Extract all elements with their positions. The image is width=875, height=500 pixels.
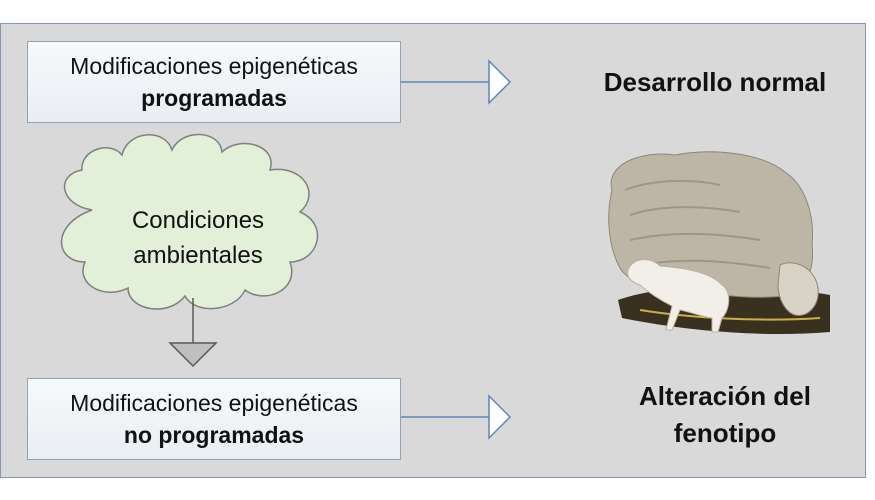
- phenotype-alteration-label: Alteración del fenotipo: [570, 378, 875, 452]
- cloud-line2: ambientales: [133, 242, 263, 269]
- arrow-down-icon: [168, 298, 218, 368]
- phenotype-alteration-line1: Alteración del: [639, 381, 811, 411]
- arrow-top-icon: [401, 59, 512, 105]
- programmed-box-line1: Modificaciones epigenéticas: [70, 53, 358, 79]
- environmental-conditions-label: Condiciones ambientales: [88, 203, 308, 273]
- phenotype-alteration-line2: fenotipo: [673, 418, 777, 448]
- normal-development-label: Desarrollo normal: [603, 67, 827, 97]
- programmed-modifications-box: Modificaciones epigenéticas programadas: [27, 41, 401, 123]
- programmed-box-line2: programadas: [141, 85, 287, 111]
- unprogrammed-box-line2: no programadas: [123, 422, 305, 448]
- sheep-lamb-image: [608, 151, 830, 335]
- arrow-bottom-icon: [401, 394, 512, 440]
- unprogrammed-box-line1: Modificaciones epigenéticas: [70, 390, 358, 416]
- cloud-line1: Condiciones: [131, 207, 265, 234]
- cloud-shape: [60, 133, 319, 310]
- unprogrammed-modifications-box: Modificaciones epigenéticas no programad…: [27, 378, 401, 460]
